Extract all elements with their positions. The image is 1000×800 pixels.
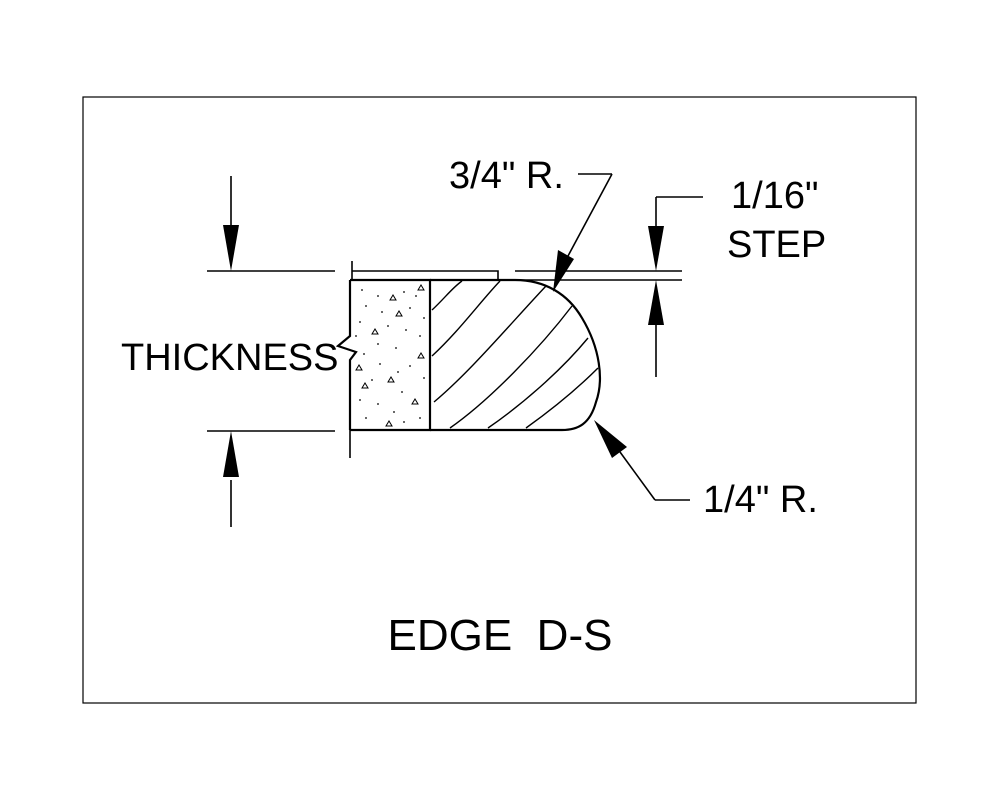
- drawing-title: EDGE D-S: [388, 611, 613, 660]
- step-size-label: 1/16": [731, 175, 818, 217]
- thickness-dimension: [207, 176, 335, 527]
- substrate-section: [335, 278, 432, 432]
- large-radius-leader: [553, 173, 613, 292]
- edge-profile-section: [430, 278, 602, 432]
- drawing-frame: [82, 96, 917, 704]
- small-radius-leader: [594, 420, 690, 501]
- small-radius-label: 1/4" R.: [703, 479, 818, 521]
- top-step-lines: [349, 261, 682, 458]
- step-word-label: STEP: [727, 224, 826, 266]
- step-dimension: [648, 196, 703, 377]
- thickness-label: THICKNESS: [121, 337, 338, 379]
- large-radius-label: 3/4" R.: [449, 155, 564, 197]
